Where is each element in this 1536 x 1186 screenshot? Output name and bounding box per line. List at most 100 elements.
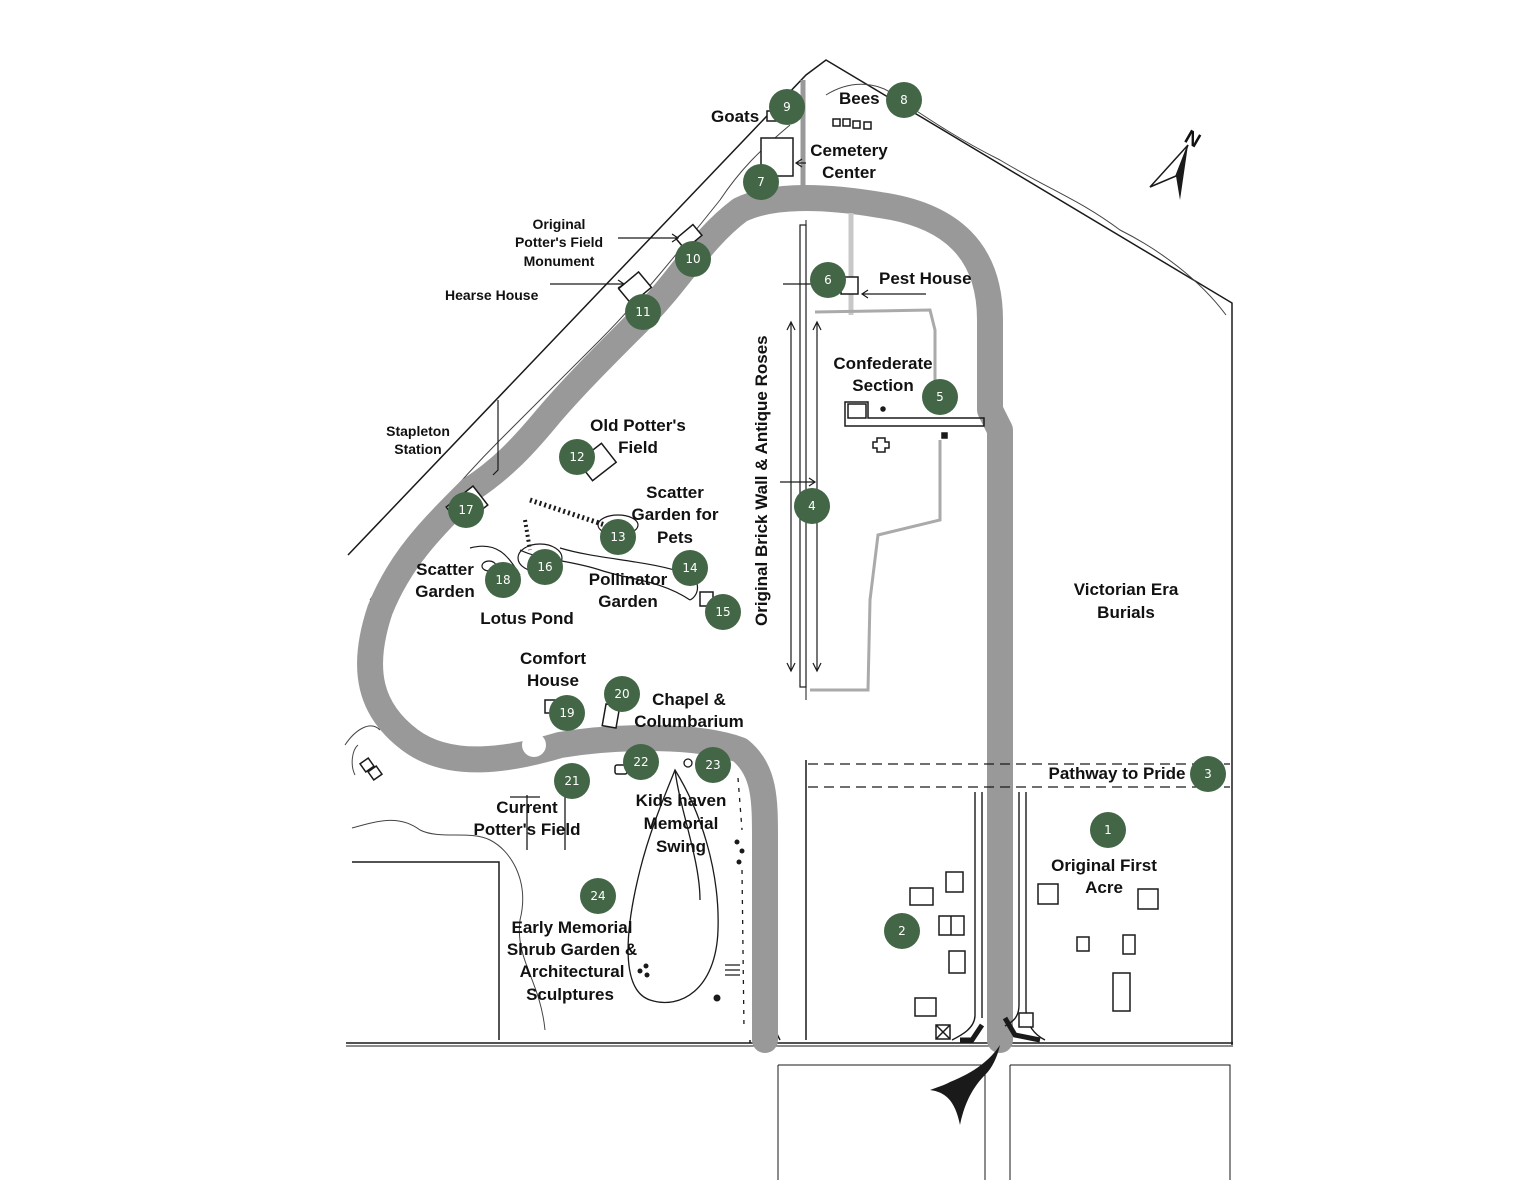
marker-number: 1 bbox=[1104, 823, 1112, 837]
marker-number: 6 bbox=[824, 273, 832, 287]
label-confederate: Confederate bbox=[833, 354, 932, 373]
marker-number: 13 bbox=[610, 530, 625, 544]
marker-number: 15 bbox=[715, 605, 730, 619]
location-marker-4[interactable]: 4 bbox=[794, 488, 830, 524]
marker-number: 12 bbox=[569, 450, 584, 464]
marker-circle bbox=[705, 594, 741, 630]
north-arrow-icon: N bbox=[1149, 126, 1204, 200]
pathway-to-pride bbox=[808, 763, 1230, 788]
location-marker-13[interactable]: 13 bbox=[600, 519, 636, 555]
marker-circle bbox=[448, 492, 484, 528]
marker-circle bbox=[600, 519, 636, 555]
marker-circle bbox=[625, 294, 661, 330]
location-marker-2[interactable]: 2 bbox=[884, 913, 920, 949]
location-marker-7[interactable]: 7 bbox=[743, 164, 779, 200]
label-early-memorial-2: Shrub Garden & bbox=[507, 940, 637, 959]
entrance-lanes bbox=[951, 792, 1046, 1043]
label-cemetery-center: Cemetery bbox=[810, 141, 888, 160]
marker-circle bbox=[922, 379, 958, 415]
label-victorian: Victorian Era bbox=[1074, 580, 1179, 599]
location-marker-22[interactable]: 22 bbox=[623, 744, 659, 780]
label-old-potters: Old Potter's bbox=[590, 416, 686, 435]
label-potters-monument-2: Potter's Field bbox=[515, 234, 603, 250]
label-pathway-pride: Pathway to Pride bbox=[1049, 764, 1186, 783]
location-marker-24[interactable]: 24 bbox=[580, 878, 616, 914]
label-brick-wall: Original Brick Wall & Antique Roses bbox=[752, 335, 771, 626]
label-cemetery-center-2: Center bbox=[822, 163, 876, 182]
marker-circle bbox=[884, 913, 920, 949]
marker-number: 5 bbox=[936, 390, 944, 404]
marker-number: 16 bbox=[537, 560, 552, 574]
marker-number: 17 bbox=[458, 503, 473, 517]
marker-circle bbox=[675, 241, 711, 277]
label-victorian-2: Burials bbox=[1097, 603, 1155, 622]
label-bees: Bees bbox=[839, 89, 880, 108]
marker-number: 22 bbox=[633, 755, 648, 769]
location-marker-6[interactable]: 6 bbox=[810, 262, 846, 298]
label-kids-haven-2: Memorial bbox=[644, 814, 719, 833]
label-original-acre: Original First bbox=[1051, 856, 1157, 875]
marker-circle bbox=[580, 878, 616, 914]
marker-number: 10 bbox=[685, 252, 700, 266]
marker-circle bbox=[695, 747, 731, 783]
label-scatter-garden: Scatter bbox=[416, 560, 474, 579]
marker-circle bbox=[527, 549, 563, 585]
brick-wall bbox=[780, 224, 822, 688]
label-comfort-house: Comfort bbox=[520, 649, 586, 668]
location-marker-5[interactable]: 5 bbox=[922, 379, 958, 415]
label-early-memorial: Early Memorial bbox=[512, 918, 633, 937]
location-marker-14[interactable]: 14 bbox=[672, 550, 708, 586]
label-original-acre-2: Acre bbox=[1085, 878, 1123, 897]
marker-number: 18 bbox=[495, 573, 510, 587]
light-paths bbox=[800, 80, 854, 315]
marker-circle bbox=[549, 695, 585, 731]
location-marker-16[interactable]: 16 bbox=[527, 549, 563, 585]
location-marker-11[interactable]: 11 bbox=[625, 294, 661, 330]
label-stapleton-2: Station bbox=[394, 441, 441, 457]
label-stapleton: Stapleton bbox=[386, 423, 450, 439]
location-marker-21[interactable]: 21 bbox=[554, 763, 590, 799]
marker-circle bbox=[604, 676, 640, 712]
location-marker-10[interactable]: 10 bbox=[675, 241, 711, 277]
leader-lines bbox=[492, 158, 926, 476]
location-marker-3[interactable]: 3 bbox=[1190, 756, 1226, 792]
label-current-potters-2: Potter's Field bbox=[473, 820, 580, 839]
label-pest-house: Pest House bbox=[879, 269, 972, 288]
marker-circle bbox=[886, 82, 922, 118]
label-scatter-pets-2: Garden for bbox=[632, 505, 719, 524]
location-marker-8[interactable]: 8 bbox=[886, 82, 922, 118]
marker-circle bbox=[743, 164, 779, 200]
marker-number: 21 bbox=[564, 774, 579, 788]
label-chapel: Chapel & bbox=[652, 690, 726, 709]
label-confederate-2: Section bbox=[852, 376, 913, 395]
confederate-features bbox=[844, 401, 985, 453]
label-chapel-2: Columbarium bbox=[634, 712, 744, 731]
kids-haven-features bbox=[510, 758, 745, 1031]
label-comfort-house-2: House bbox=[527, 671, 579, 690]
location-marker-1[interactable]: 1 bbox=[1090, 812, 1126, 848]
marker-number: 20 bbox=[614, 687, 629, 701]
marker-number: 14 bbox=[682, 561, 697, 575]
marker-number: 8 bbox=[900, 93, 908, 107]
location-marker-23[interactable]: 23 bbox=[695, 747, 731, 783]
location-marker-19[interactable]: 19 bbox=[549, 695, 585, 731]
label-scatter-pets-3: Pets bbox=[657, 528, 693, 547]
location-marker-9[interactable]: 9 bbox=[769, 89, 805, 125]
marker-number: 24 bbox=[590, 889, 605, 903]
marker-number: 3 bbox=[1204, 767, 1212, 781]
location-marker-12[interactable]: 12 bbox=[559, 439, 595, 475]
marker-circle bbox=[554, 763, 590, 799]
label-scatter-garden-2: Garden bbox=[415, 582, 475, 601]
label-hearse-house: Hearse House bbox=[445, 287, 539, 303]
marker-circle bbox=[810, 262, 846, 298]
marker-number: 2 bbox=[898, 924, 906, 938]
marker-circle bbox=[623, 744, 659, 780]
location-marker-17[interactable]: 17 bbox=[448, 492, 484, 528]
label-kids-haven-3: Swing bbox=[656, 837, 706, 856]
marker-circle bbox=[1190, 756, 1226, 792]
marker-number: 23 bbox=[705, 758, 720, 772]
location-marker-15[interactable]: 15 bbox=[705, 594, 741, 630]
location-marker-18[interactable]: 18 bbox=[485, 562, 521, 598]
location-marker-20[interactable]: 20 bbox=[604, 676, 640, 712]
